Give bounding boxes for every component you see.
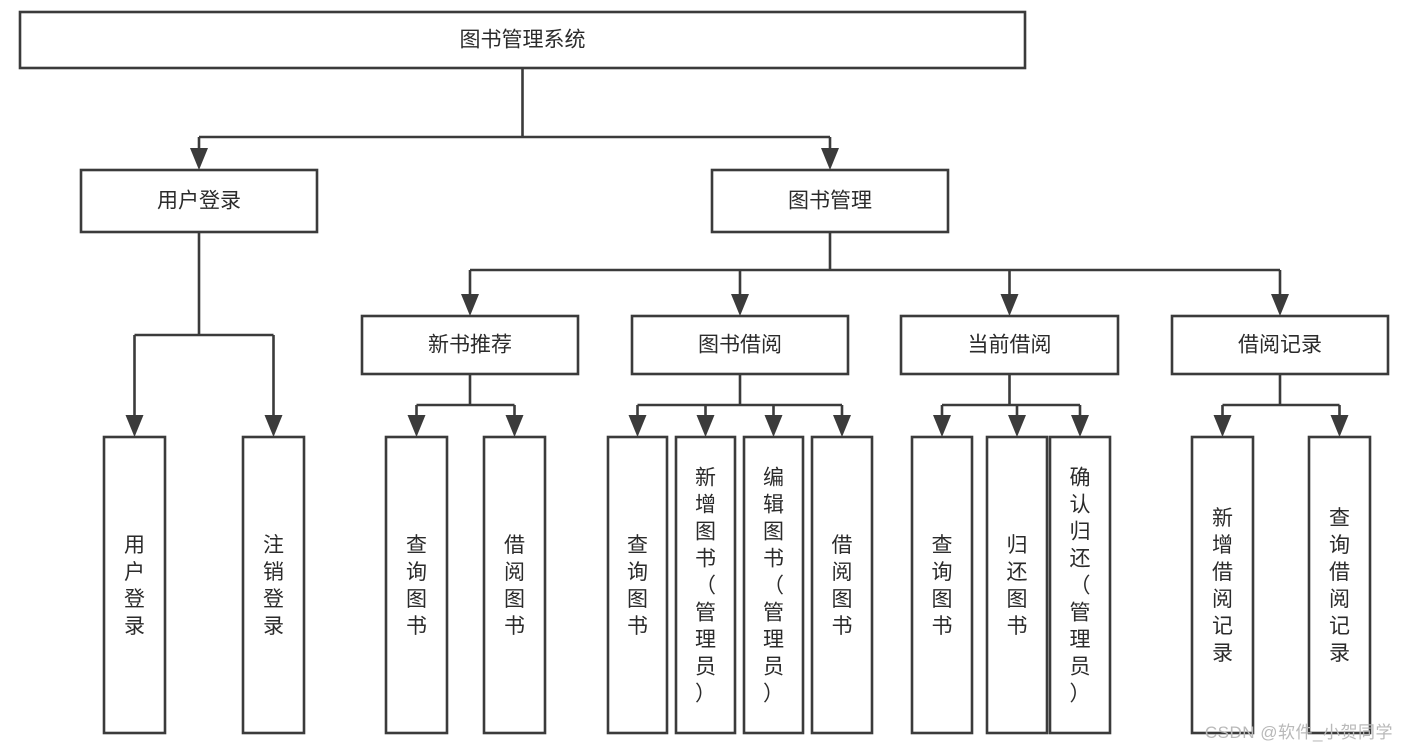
node-label: 借阅记录 bbox=[1238, 334, 1322, 357]
connector-group-borrow-record bbox=[1213, 374, 1349, 437]
node-leaf-borrow-borrow-book[interactable]: 借阅图书 bbox=[810, 435, 874, 735]
node-current-borrow[interactable]: 当前借阅 bbox=[899, 314, 1120, 376]
node-new-book-recommend[interactable]: 新书推荐 bbox=[360, 314, 580, 376]
node-label: 归还图书 bbox=[1007, 534, 1028, 638]
node-leaf-borrow-edit-book[interactable]: 编辑图书（管理员） bbox=[742, 435, 805, 735]
node-label: 借阅图书 bbox=[504, 534, 525, 638]
node-label: 查询图书 bbox=[406, 534, 427, 638]
node-label: 新增图书（管理员） bbox=[695, 467, 716, 706]
connector-group-new-book-recommend bbox=[407, 374, 524, 437]
node-leaf-cur-query-book[interactable]: 查询图书 bbox=[910, 435, 974, 735]
node-label: 确认归还（管理员） bbox=[1070, 467, 1091, 706]
node-label: 图书管理 bbox=[788, 190, 872, 213]
node-label: 查询借阅记录 bbox=[1329, 507, 1350, 665]
node-label: 图书管理系统 bbox=[460, 29, 586, 52]
node-leaf-user-login[interactable]: 用户登录 bbox=[102, 435, 167, 735]
node-label: 查询图书 bbox=[932, 534, 953, 638]
connector-group-root bbox=[190, 68, 839, 170]
node-book-manage[interactable]: 图书管理 bbox=[710, 168, 950, 234]
node-label: 当前借阅 bbox=[968, 334, 1052, 357]
node-label: 借阅图书 bbox=[832, 534, 853, 638]
node-label: 注销登录 bbox=[263, 534, 284, 638]
node-user-login[interactable]: 用户登录 bbox=[79, 168, 319, 234]
node-label: 编辑图书（管理员） bbox=[763, 467, 784, 706]
node-leaf-cur-return-book[interactable]: 归还图书 bbox=[985, 435, 1049, 735]
node-label: 查询图书 bbox=[627, 534, 648, 638]
node-layer: 图书管理系统用户登录图书管理新书推荐图书借阅当前借阅借阅记录用户登录注销登录查询… bbox=[18, 10, 1390, 735]
connector-group-user-login bbox=[125, 232, 283, 437]
node-leaf-borrow-add-book[interactable]: 新增图书（管理员） bbox=[674, 435, 737, 735]
node-book-borrow[interactable]: 图书借阅 bbox=[630, 314, 850, 376]
node-label: 用户登录 bbox=[157, 190, 241, 213]
node-leaf-rec-query-book[interactable]: 查询图书 bbox=[384, 435, 449, 735]
connector-layer bbox=[125, 68, 1349, 437]
node-leaf-rec-add-record[interactable]: 新增借阅记录 bbox=[1190, 435, 1255, 735]
connector-group-current-borrow bbox=[933, 374, 1089, 437]
node-leaf-rec-borrow-book[interactable]: 借阅图书 bbox=[482, 435, 547, 735]
node-label: 新书推荐 bbox=[428, 334, 512, 357]
node-root[interactable]: 图书管理系统 bbox=[18, 10, 1027, 70]
node-label: 图书借阅 bbox=[698, 334, 782, 357]
node-leaf-rec-query-record[interactable]: 查询借阅记录 bbox=[1307, 435, 1372, 735]
node-borrow-record[interactable]: 借阅记录 bbox=[1170, 314, 1390, 376]
node-leaf-borrow-query-book[interactable]: 查询图书 bbox=[606, 435, 669, 735]
connector-group-book-manage bbox=[461, 232, 1289, 316]
node-label: 用户登录 bbox=[124, 534, 145, 638]
connector-group-book-borrow bbox=[628, 374, 851, 437]
node-leaf-user-logout[interactable]: 注销登录 bbox=[241, 435, 306, 735]
node-leaf-cur-confirm-return[interactable]: 确认归还（管理员） bbox=[1048, 435, 1112, 735]
node-label: 新增借阅记录 bbox=[1212, 507, 1233, 665]
